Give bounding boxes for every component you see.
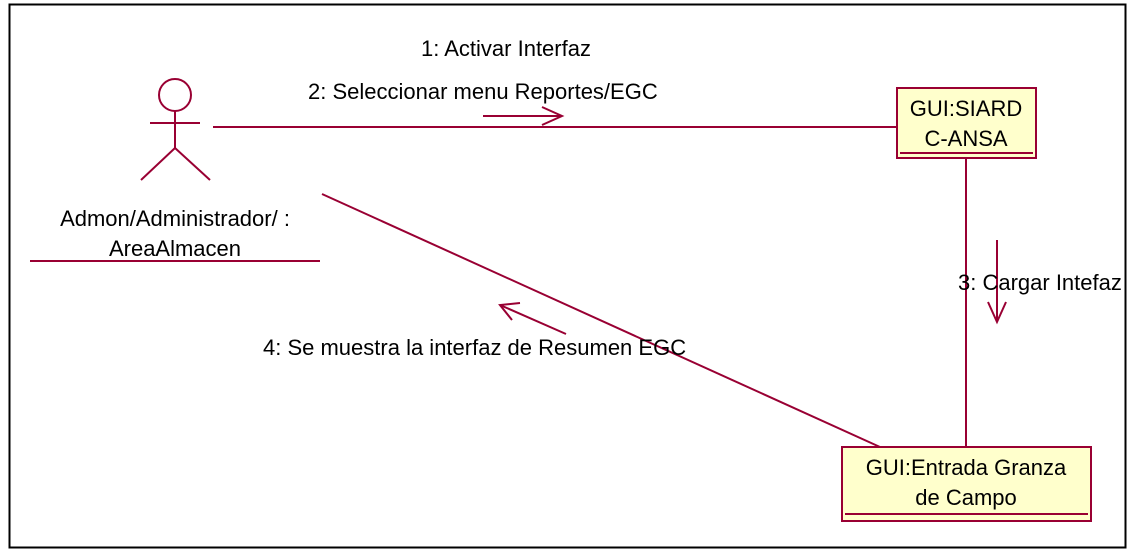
actor-head [158,78,192,112]
object-gui-siard-line1: GUI:SIARD [910,96,1022,121]
object-gui-entrada-line1: GUI:Entrada Granza [866,455,1067,480]
actor-right-leg [174,147,211,181]
object-gui-entrada-line2: de Campo [915,485,1017,510]
message-arrow-down-icon [987,240,1007,325]
message-3-label: 3: Cargar Intefaz [958,270,1122,295]
actor-name-line1: Admon/Administrador/ : [60,206,290,231]
link-actor-entrada[interactable] [321,193,881,448]
object-gui-siard-line2: C-ANSA [924,126,1007,151]
object-gui-siard[interactable]: GUI:SIARD C-ANSA [896,87,1037,159]
message-4-label: 4: Se muestra la interfaz de Resumen EGC [263,335,686,360]
message-arrow-right-icon [483,106,565,126]
actor-name-line2: AreaAlmacen [109,236,241,261]
message-1-label: 1: Activar Interfaz [421,36,591,61]
object-gui-entrada[interactable]: GUI:Entrada Granza de Campo [841,446,1092,522]
actor-figure[interactable] [140,78,211,181]
message-2-label: 2: Seleccionar menu Reportes/EGC [308,79,658,104]
actor-left-leg [140,147,176,181]
message-arrow-up-left-icon [498,302,567,335]
